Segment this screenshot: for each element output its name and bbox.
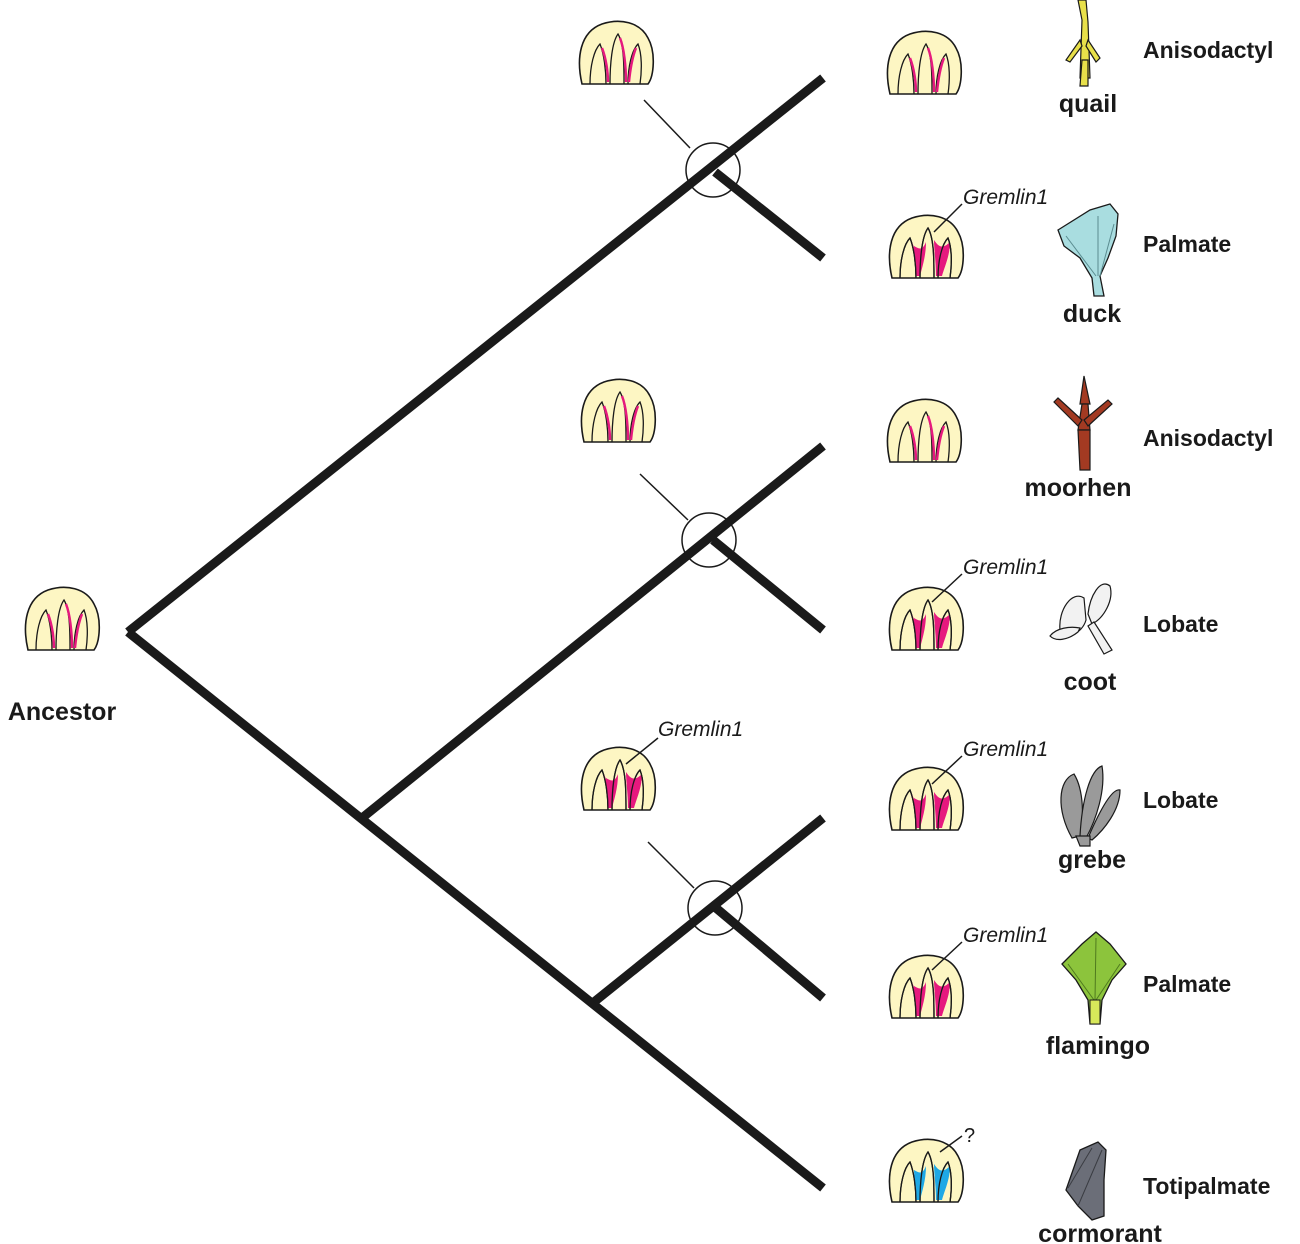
- limb-bud-gremlin-icon: [889, 215, 963, 278]
- coot-foot-icon: [1049, 583, 1113, 655]
- limb-bud-gremlin-icon: [889, 955, 963, 1018]
- limb-bud-icon: [887, 399, 961, 462]
- species-label: quail: [1059, 90, 1117, 118]
- taxon-flamingo: Gremlin1 flamingo Palmate: [889, 924, 1231, 1060]
- branch-to-coot: [710, 536, 826, 634]
- limb-bud-icon: [887, 31, 961, 94]
- node-circle: [685, 142, 741, 198]
- species-label: coot: [1064, 668, 1117, 696]
- limb-bud-icon: [579, 21, 653, 84]
- gene-label: Gremlin1: [658, 718, 743, 741]
- foot-type-label: Lobate: [1143, 611, 1218, 637]
- foot-type-label: Totipalmate: [1143, 1173, 1270, 1199]
- grebe-foot-icon: [1060, 765, 1121, 847]
- unknown-pointer-line: [939, 1135, 963, 1153]
- species-label: duck: [1063, 300, 1121, 328]
- limb-bud-gremlin-icon: [581, 747, 655, 810]
- gene-pointer-line: [931, 755, 963, 785]
- gene-pointer-line: [933, 203, 963, 233]
- limb-bud-unknown-icon: [889, 1139, 963, 1202]
- branch-root-to-quail: [125, 74, 826, 636]
- node-circle: [681, 512, 737, 568]
- unknown-mark: ?: [964, 1125, 975, 1147]
- limb-bud-gremlin-icon: [889, 767, 963, 830]
- quail-foot-icon: [1065, 0, 1101, 87]
- gene-label: Gremlin1: [963, 924, 1048, 947]
- duck-foot-icon: [1057, 203, 1119, 297]
- branch-to-flamingo: [713, 904, 826, 1002]
- gene-pointer-line: [931, 941, 963, 971]
- taxon-moorhen: moorhen Anisodactyl: [887, 375, 1273, 502]
- internal-node-grebe-flamingo: Gremlin1: [581, 718, 743, 936]
- internal-node-moorhen-coot: [581, 379, 737, 568]
- species-label: grebe: [1058, 846, 1126, 874]
- branch-root-to-cormorant: [125, 628, 826, 1192]
- node-circle: [687, 880, 743, 936]
- gene-label: Gremlin1: [963, 738, 1048, 761]
- moorhen-foot-icon: [1053, 375, 1113, 471]
- node-pointer-line: [639, 473, 689, 521]
- node-pointer-line: [647, 841, 695, 889]
- foot-type-label: Anisodactyl: [1143, 425, 1273, 451]
- branch-to-moorhen: [359, 442, 826, 822]
- foot-type-label: Palmate: [1143, 231, 1231, 257]
- species-label: moorhen: [1025, 474, 1132, 502]
- gene-label: Gremlin1: [963, 186, 1048, 209]
- limb-bud-icon: [25, 587, 99, 650]
- ancestor-label: Ancestor: [8, 698, 117, 726]
- cormorant-foot-icon: [1065, 1141, 1107, 1221]
- limb-bud-gremlin-icon: [889, 587, 963, 650]
- taxon-cormorant: ? cormorant Totipalmate: [889, 1125, 1270, 1244]
- foot-type-label: Lobate: [1143, 787, 1218, 813]
- foot-type-label: Anisodactyl: [1143, 37, 1273, 63]
- ancestor: Ancestor: [8, 587, 117, 726]
- branch-to-grebe: [591, 814, 826, 1006]
- taxon-coot: Gremlin1 coot Lobate: [889, 556, 1218, 696]
- gene-pointer-line: [931, 573, 963, 603]
- node-pointer-line: [643, 99, 691, 149]
- gene-label: Gremlin1: [963, 556, 1048, 579]
- tree-branches: [125, 74, 826, 1192]
- gene-pointer-line: [625, 737, 659, 765]
- species-label: flamingo: [1046, 1032, 1150, 1060]
- internal-node-quail-duck: [579, 21, 741, 198]
- taxon-duck: Gremlin1 duck Palmate: [889, 186, 1231, 328]
- branch-to-duck: [712, 168, 826, 262]
- taxon-grebe: Gremlin1 grebe Lobate: [889, 738, 1218, 874]
- taxon-quail: quail Anisodactyl: [887, 0, 1273, 118]
- foot-type-label: Palmate: [1143, 971, 1231, 997]
- species-label: cormorant: [1038, 1220, 1162, 1244]
- limb-bud-icon: [581, 379, 655, 442]
- flamingo-foot-icon: [1061, 931, 1127, 1025]
